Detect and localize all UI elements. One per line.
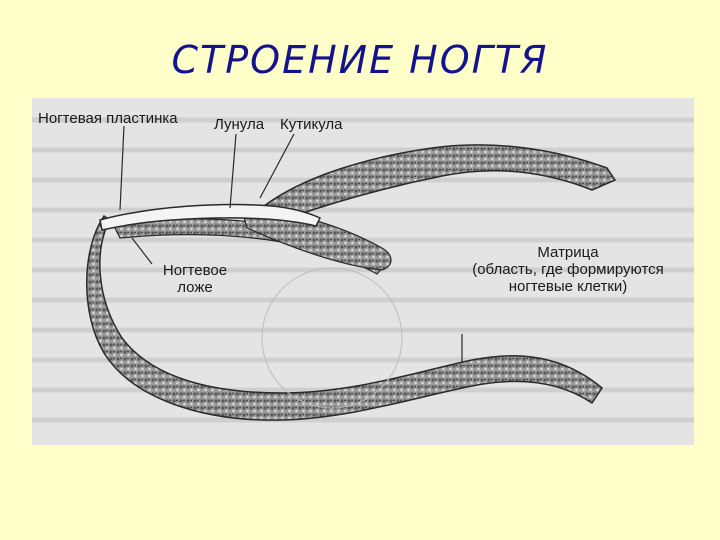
nail-bed-tissue	[86, 214, 603, 421]
label-nail-bed: Ногтевое ложе	[150, 262, 240, 296]
label-matrix: Матрица (область, где формируются ногтев…	[446, 244, 690, 295]
leader-nail-plate	[119, 125, 125, 211]
label-nail-bed-line2: ложе	[177, 279, 213, 296]
upper-skin-fold	[262, 144, 617, 217]
label-nail-bed-line1: Ногтевое	[162, 262, 228, 279]
label-matrix-line3: ногтевые клетки)	[508, 278, 628, 295]
leader-lines	[119, 125, 463, 363]
nail-anatomy-illustration	[32, 117, 694, 423]
label-matrix-line1: Матрица	[537, 244, 599, 261]
label-cuticle: Кутикула	[280, 116, 343, 133]
nail-bed-under-plate	[111, 217, 385, 275]
lunula-outline	[261, 267, 403, 409]
nail-plate	[99, 203, 322, 231]
label-matrix-line2: (область, где формируются	[472, 261, 664, 278]
slide-title: СТРОЕНИЕ НОГТЯ	[171, 38, 549, 82]
leader-cuticle	[259, 133, 295, 199]
nail-structure-diagram: Ногтевая пластинка Лунула Кутикула Ногте…	[32, 98, 694, 445]
label-nail-plate: Ногтевая пластинка	[38, 110, 178, 127]
leader-nail-bed	[131, 237, 153, 265]
label-lunula: Лунула	[214, 116, 265, 133]
leader-lunula	[229, 133, 237, 209]
